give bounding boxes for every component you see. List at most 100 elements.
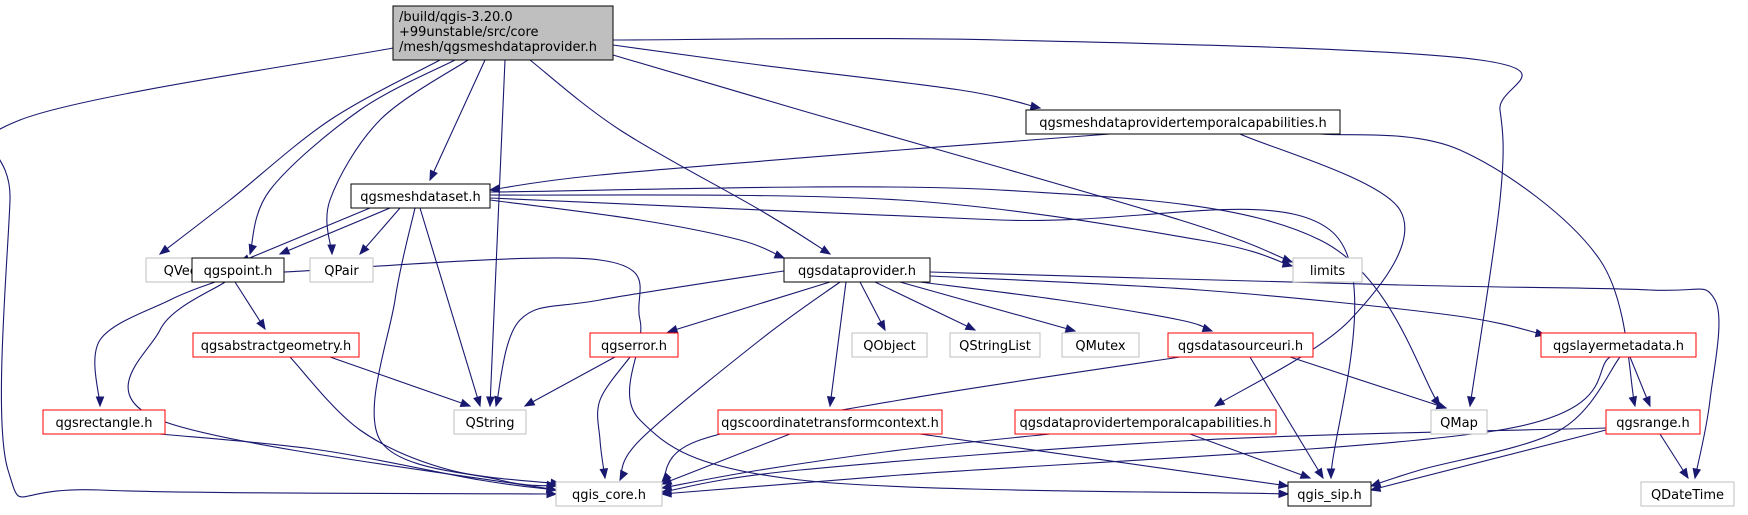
node-label: qgscoordinatetransformcontext.h xyxy=(721,416,939,431)
edge-line xyxy=(283,257,1289,495)
arrowhead xyxy=(964,321,977,331)
arrowhead xyxy=(1213,397,1226,407)
arrowhead xyxy=(256,318,266,331)
edge-line xyxy=(612,54,1293,263)
node-qdatetime: QDateTime xyxy=(1640,481,1735,507)
edge-line xyxy=(899,281,1076,332)
edge-root-to-qgspoint xyxy=(248,59,456,256)
edge-line xyxy=(661,356,1181,483)
node-qgspoint[interactable]: qgspoint.h xyxy=(191,257,285,283)
node-label: QDateTime xyxy=(1651,488,1724,503)
arrowhead xyxy=(1277,480,1290,489)
edge-line xyxy=(1289,356,1447,409)
node-datasourceuri[interactable]: qgsdatasourceuri.h xyxy=(1167,332,1314,358)
edge-line xyxy=(929,275,1546,336)
arrowhead xyxy=(666,325,679,334)
edge-dataprovider-to-coordtransform xyxy=(826,281,847,408)
edge-line xyxy=(127,281,557,491)
edge-line xyxy=(1319,133,1636,407)
node-label: qgsdataprovider.h xyxy=(798,264,916,279)
node-box xyxy=(1540,332,1697,358)
node-qstringlist: QStringList xyxy=(949,332,1041,358)
node-label: QMap xyxy=(1440,416,1478,431)
node-coordtransform[interactable]: qgscoordinatetransformcontext.h xyxy=(717,409,943,435)
arrowhead xyxy=(359,243,370,256)
node-qgsrange[interactable]: qgsrange.h xyxy=(1605,409,1701,435)
edge-meshdataset-to-qmap xyxy=(489,186,1441,408)
node-rectangle[interactable]: qgsrectangle.h xyxy=(42,409,166,435)
node-box xyxy=(949,332,1041,358)
edge-line xyxy=(661,356,1611,495)
arrowhead xyxy=(429,169,438,182)
arrowhead xyxy=(95,396,105,408)
node-layermetadata[interactable]: qgslayermetadata.h xyxy=(1540,332,1697,358)
arrowhead xyxy=(1299,470,1312,479)
arrowhead xyxy=(826,396,836,408)
edge-line xyxy=(249,59,456,255)
edge-line xyxy=(874,281,976,331)
edge-root-to-limits xyxy=(612,54,1294,263)
arrowhead xyxy=(1326,468,1336,480)
edge-dataprovider-to-qstringlist xyxy=(874,281,977,331)
edge-line xyxy=(661,433,791,485)
edge-root-to-temporalcap xyxy=(612,44,1042,111)
edge-line xyxy=(489,133,1111,191)
edge-root-to-qvector xyxy=(158,59,441,255)
edge-line xyxy=(489,197,1356,479)
edge-dataprovider-to-qobject xyxy=(859,281,886,332)
node-abstractgeom[interactable]: qgsabstractgeometry.h xyxy=(192,332,360,358)
node-qgissip[interactable]: qgis_sip.h xyxy=(1287,481,1372,507)
node-box xyxy=(309,257,374,283)
node-label: QMutex xyxy=(1075,339,1126,354)
arrowhead xyxy=(661,472,672,483)
edge-temporalcap-to-qgsrange xyxy=(1319,133,1638,408)
edge-line xyxy=(359,207,401,255)
node-temporalcap[interactable]: qgsmeshdataprovidertemporalcapabilities.… xyxy=(1025,109,1341,135)
arrowhead xyxy=(1435,400,1448,410)
node-meshdataset[interactable]: qgsmeshdataset.h xyxy=(350,183,491,209)
edge-root-to-qmap xyxy=(612,37,1523,408)
node-dptemporalcap[interactable]: qgsdataprovidertemporalcapabilities.h xyxy=(1014,409,1277,435)
node-label: qgserror.h xyxy=(601,339,667,354)
edge-meshdataset-to-limits xyxy=(489,194,1294,268)
edge-datasourceuri-to-qgissip xyxy=(1249,356,1324,480)
edge-dataprovider-to-layermetadata xyxy=(929,275,1547,338)
edge-dptemporalcap-to-qgissip xyxy=(1189,433,1312,479)
edge-dataprovider-to-qdatetime xyxy=(929,271,1720,480)
node-qgserror[interactable]: qgserror.h xyxy=(589,332,679,358)
arrowhead xyxy=(619,469,629,482)
edge-line xyxy=(429,59,486,181)
edge-line xyxy=(373,207,557,487)
arrowhead xyxy=(248,243,257,256)
edge-line xyxy=(1189,433,1311,479)
edge-line xyxy=(0,47,557,498)
node-label: qgspoint.h xyxy=(204,264,273,279)
edge-line xyxy=(419,207,481,407)
edge-datasourceuri-to-qmap xyxy=(1289,356,1448,410)
node-label: QPair xyxy=(324,264,359,279)
edge-line xyxy=(329,356,471,407)
node-label: QString xyxy=(465,416,514,431)
node-qobject: QObject xyxy=(851,332,928,358)
edge-dataprovider-to-qmutex xyxy=(899,281,1077,333)
edge-qgsrange-to-qgiscore xyxy=(660,427,1607,495)
edge-line xyxy=(597,356,631,479)
node-box xyxy=(1430,409,1488,435)
edge-meshdataset-to-qgissip xyxy=(489,197,1356,480)
node-dataprovider[interactable]: qgsdataprovider.h xyxy=(783,257,931,283)
edge-line xyxy=(289,356,561,485)
node-label: qgsabstractgeometry.h xyxy=(201,339,351,354)
edge-root-to-meshdataset xyxy=(429,59,486,182)
edge-line xyxy=(495,269,791,407)
arrowhead xyxy=(1679,467,1689,480)
edge-abstractgeom-to-qstring xyxy=(329,356,472,407)
arrowhead xyxy=(1642,395,1651,408)
arrowhead xyxy=(473,395,482,408)
edge-dataprovider-to-qgiscore xyxy=(619,281,841,482)
edge-qgspoint-to-rectangle xyxy=(94,281,216,408)
node-box xyxy=(191,257,285,283)
node-box xyxy=(192,332,360,358)
node-box xyxy=(392,5,614,61)
node-root[interactable]: /build/qgis-3.20.0+99unstable/src/core/m… xyxy=(392,5,614,61)
arrowhead xyxy=(523,397,536,407)
